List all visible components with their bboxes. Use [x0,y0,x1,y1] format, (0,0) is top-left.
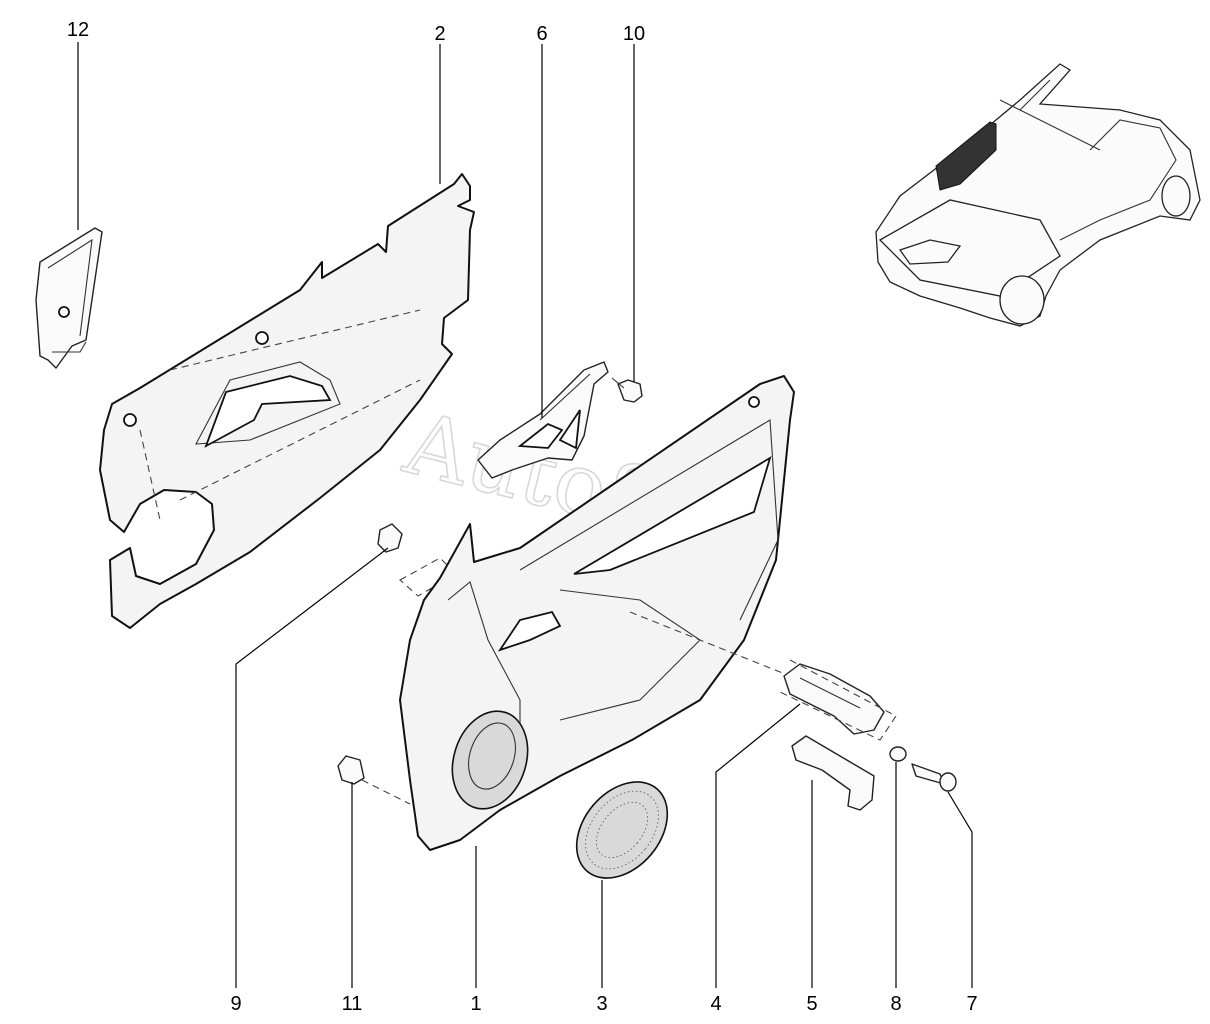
callout-2: 2 [434,23,445,45]
part-2-insulation-panel[interactable] [99,173,475,629]
part-4-handle[interactable] [775,659,897,741]
part-6-bracket[interactable] [477,361,609,479]
callout-10: 10 [623,23,645,45]
part-9-clip[interactable] [377,523,457,597]
part-5-handle-cover[interactable] [791,735,875,811]
part-12-cover[interactable] [35,227,103,369]
callout-11: 11 [342,993,363,1015]
leader-lines [77,42,973,988]
callout-6: 6 [536,23,547,45]
callout-3: 3 [596,993,607,1015]
part-8-washer[interactable] [889,746,907,762]
callout-9: 9 [230,993,241,1015]
callout-labels: 12 2 6 10 9 11 1 3 4 5 8 7 [67,19,978,1015]
callout-12: 12 [67,19,89,41]
callout-5: 5 [806,993,817,1015]
callout-7: 7 [966,993,977,1015]
callout-8: 8 [890,993,901,1015]
car-locator-illustration [875,63,1201,327]
callout-1: 1 [470,993,481,1015]
part-7-screw[interactable] [911,763,957,792]
part-3-speaker-grille[interactable] [558,764,686,896]
callout-4: 4 [710,993,721,1015]
part-1-door-trim[interactable] [399,375,801,851]
part-10-clip[interactable] [611,377,643,403]
part-11-clip[interactable] [337,755,411,805]
